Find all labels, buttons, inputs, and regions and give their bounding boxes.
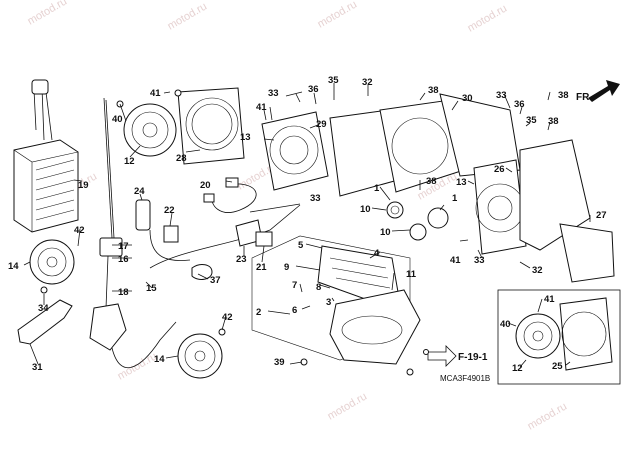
callout-5: 5 [298, 240, 304, 251]
control-unit [251, 235, 421, 366]
callout-8: 8 [316, 282, 321, 293]
callout-2: 2 [256, 307, 261, 318]
callout-20: 20 [200, 180, 211, 191]
callout-40: 40 [500, 319, 511, 330]
callout-26: 26 [494, 164, 505, 175]
callout-33: 33 [310, 193, 321, 204]
callout-1: 1 [374, 183, 380, 194]
callout-33: 33 [268, 88, 279, 99]
callout-25: 25 [552, 361, 563, 372]
front-label: FR. [576, 92, 592, 103]
callout-21: 21 [256, 262, 267, 273]
watermark-text: motod.ru [526, 400, 570, 432]
extra-callouts: 41 33 [474, 255, 555, 305]
callout-29: 29 [316, 119, 327, 130]
callout-42: 42 [74, 225, 85, 236]
callout-15: 15 [146, 283, 157, 294]
callout-31: 31 [32, 362, 43, 373]
callout-38: 38 [548, 116, 559, 127]
callout-1: 1 [452, 193, 458, 204]
callout-41: 41 [450, 255, 461, 266]
inset-detail [497, 289, 621, 385]
reference-label: F-19-1 [458, 352, 488, 363]
reference-pointer: F-19-1 [406, 345, 488, 376]
callout-38: 38 [558, 90, 569, 101]
drawing-code: MCA3F4901B [440, 374, 490, 383]
watermark-text: motod.ru [166, 0, 210, 32]
callout-labels: 12 40 41 28 33 36 35 32 30 38 41 29 13 1… [8, 75, 607, 374]
callout-16: 16 [118, 254, 129, 265]
callout-4: 4 [374, 248, 380, 259]
watermark-text: motod.ru [26, 0, 70, 28]
callout-27: 27 [596, 210, 607, 221]
callout-7: 7 [292, 280, 297, 291]
speaker-right [473, 139, 615, 283]
callout-36: 36 [308, 84, 319, 95]
callout-14: 14 [8, 261, 19, 272]
leader-lines [23, 83, 591, 368]
callout-24: 24 [134, 186, 145, 197]
callout-33-lower: 33 [474, 255, 485, 266]
callout-19: 19 [78, 180, 89, 191]
grommet-group [386, 201, 449, 241]
callout-35: 35 [526, 115, 537, 126]
callout-42: 42 [222, 312, 233, 323]
speaker-top-left [116, 87, 245, 165]
speaker-upper-center [261, 93, 521, 197]
callout-12: 12 [512, 363, 523, 374]
callout-13: 13 [456, 177, 467, 188]
callout-32: 32 [532, 265, 543, 276]
amplifier-unit [13, 79, 79, 233]
callout-37: 37 [210, 275, 221, 286]
callout-3: 3 [326, 297, 331, 308]
callout-32: 32 [362, 77, 373, 88]
callout-40: 40 [112, 114, 123, 125]
speaker-left-lower [17, 239, 75, 345]
front-direction-arrow: FR. [576, 80, 620, 103]
callout-11: 11 [406, 269, 417, 280]
callout-9: 9 [284, 262, 289, 273]
callout-38: 38 [428, 85, 439, 96]
callout-18: 18 [118, 287, 129, 298]
cable-clip [191, 264, 213, 280]
cable-harness [149, 177, 301, 269]
watermark-text: motod.ru [116, 350, 160, 382]
callout-34: 34 [38, 303, 49, 314]
callout-35: 35 [328, 75, 339, 86]
callout-10: 10 [360, 204, 371, 215]
callout-41-inset: 41 [544, 294, 555, 305]
watermark-text: motod.ru [316, 0, 360, 31]
callout-10: 10 [380, 227, 391, 238]
callout-39: 39 [274, 357, 285, 368]
callout-33: 33 [496, 90, 507, 101]
speaker-lower-center [177, 328, 226, 379]
callout-38: 38 [426, 176, 437, 187]
callout-41: 41 [256, 102, 267, 113]
callout-23: 23 [236, 254, 247, 265]
callout-12: 12 [124, 156, 135, 167]
callout-22: 22 [164, 205, 175, 216]
watermark-text: motod.ru [466, 2, 510, 34]
callout-17: 17 [118, 241, 129, 252]
connector-group [135, 199, 273, 261]
callout-6: 6 [292, 305, 297, 316]
callout-28: 28 [176, 153, 187, 164]
callout-14: 14 [154, 354, 165, 365]
antenna-assembly [89, 97, 177, 369]
watermark-text: motod.ru [326, 390, 370, 422]
callout-36: 36 [514, 99, 525, 110]
callout-41: 41 [150, 88, 161, 99]
callout-13: 13 [240, 132, 251, 143]
callout-30: 30 [462, 93, 473, 104]
